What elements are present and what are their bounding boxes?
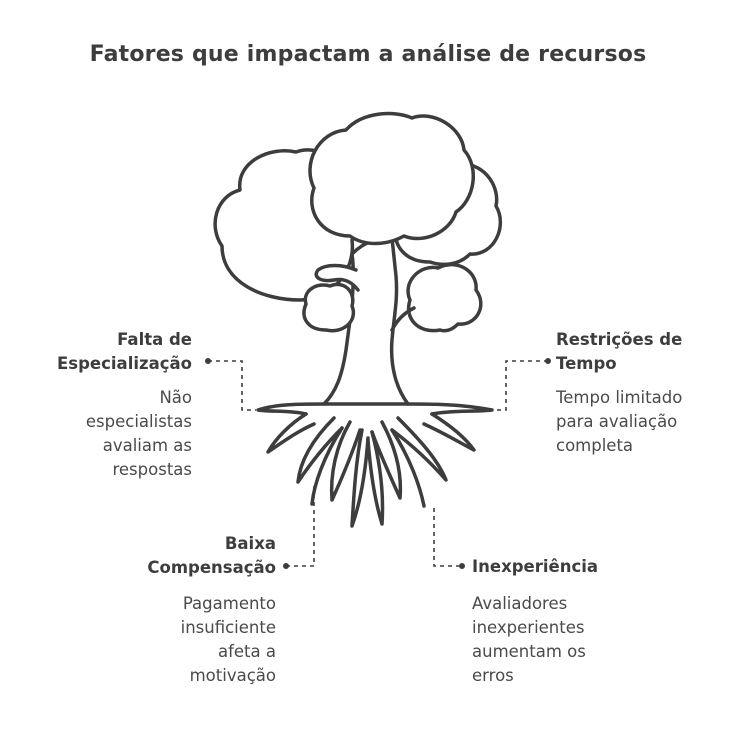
factor-inexperiencia-description: Avaliadores inexperientes aumentam os er… — [472, 592, 672, 688]
heading-line: Baixa — [224, 534, 276, 553]
description-line: inexperientes — [472, 618, 585, 637]
heading-line: Inexperiência — [472, 557, 599, 576]
factor-tempo-heading: Restrições de Tempo — [556, 328, 726, 376]
description-line: para avaliação — [556, 412, 678, 431]
description-line: erros — [472, 666, 514, 685]
description-line: Pagamento — [182, 594, 276, 613]
description-line: completa — [556, 436, 634, 455]
description-line: aumentam os — [472, 642, 586, 661]
factor-compensacao-description: Pagamento insuficiente afeta a motivação — [90, 592, 276, 688]
description-line: Não — [159, 388, 192, 407]
factor-especializacao-heading: Falta de Especialização — [20, 328, 192, 376]
factor-inexperiencia-heading: Inexperiência — [472, 555, 672, 579]
description-line: respostas — [112, 460, 192, 479]
description-line: motivação — [189, 666, 276, 685]
description-line: avaliam as — [102, 436, 192, 455]
description-line: insuficiente — [180, 618, 276, 637]
heading-line: Falta de — [117, 330, 192, 349]
factor-compensacao-heading: Baixa Compensação — [90, 532, 276, 580]
heading-line: Restrições de — [556, 330, 683, 349]
heading-line: Compensação — [147, 558, 276, 577]
page-title: Fatores que impactam a análise de recurs… — [89, 42, 647, 67]
heading-line: Tempo — [556, 354, 617, 373]
description-line: especialistas — [85, 412, 192, 431]
factor-especializacao-description: Não especialistas avaliam as respostas — [20, 386, 192, 482]
description-line: Avaliadores — [472, 594, 568, 613]
heading-line: Especialização — [57, 354, 192, 373]
factor-tempo-description: Tempo limitado para avaliação completa — [556, 386, 726, 458]
description-line: afeta a — [217, 642, 276, 661]
description-line: Tempo limitado — [556, 388, 683, 407]
